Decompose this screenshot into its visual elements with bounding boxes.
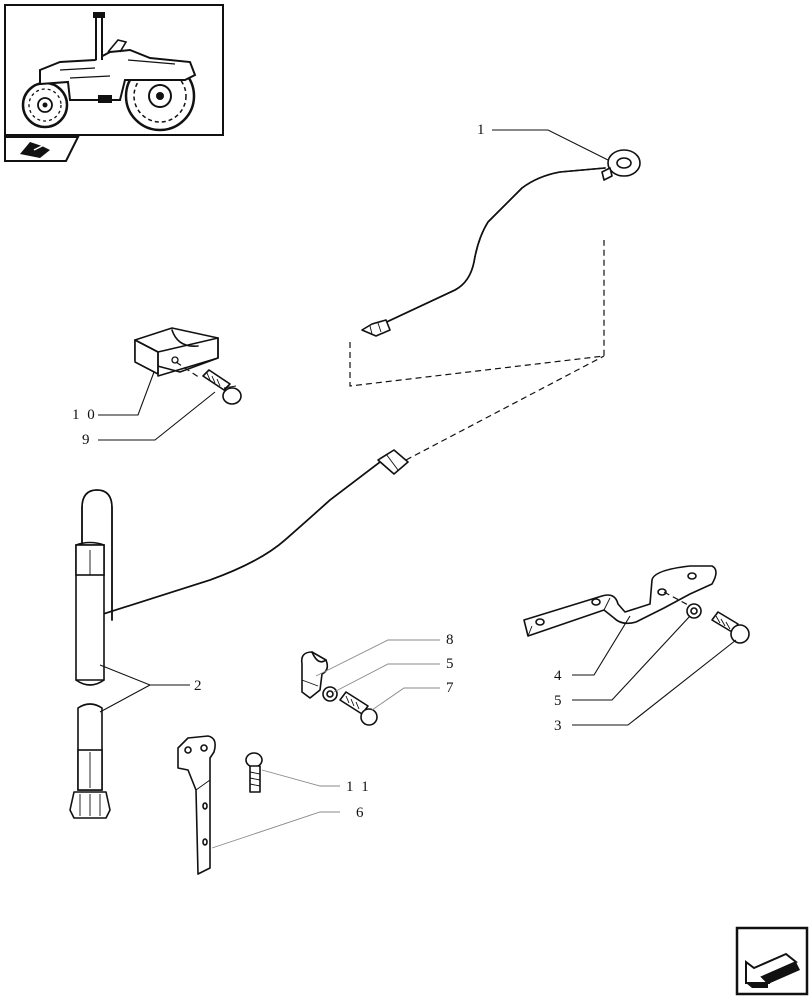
callout-9: 9 [82,432,92,448]
part-3-bolt [711,611,750,644]
callout-5-middle: 5 [446,656,456,672]
callout-7: 7 [446,680,456,696]
tractor-thumbnail-icon [4,4,224,136]
callout-3: 3 [554,718,564,734]
assembly-dashed-outline [349,240,605,387]
next-page-arrow-icon[interactable] [735,926,809,996]
part-1-pipe [361,149,641,337]
callout-8: 8 [446,632,456,648]
leader-lines [98,129,737,849]
callout-5-right: 5 [554,693,564,709]
assembly-dashed-link [405,355,605,461]
part-6-bracket [177,735,216,875]
book-section-icon [4,136,80,162]
part-11-bolt [245,752,263,793]
part-5-washer-middle [322,686,338,702]
part-4-bracket [523,565,717,637]
callout-labels: 1 2 3 4 5 5 6 7 8 9 1 0 1 1 [72,122,564,821]
part-7-bolt [339,691,378,726]
callout-2: 2 [194,678,204,694]
callout-1: 1 [477,122,487,138]
part-9-bolt [175,361,242,405]
part-2-pipe-hose [69,449,409,819]
part-5-washer-right [686,603,702,619]
part-8-clip [300,651,329,699]
callout-6: 6 [356,805,366,821]
callout-10: 1 0 [72,407,97,423]
part-10-rubber-block [134,327,219,377]
callout-11: 1 1 [346,779,371,795]
callout-4: 4 [554,668,564,684]
